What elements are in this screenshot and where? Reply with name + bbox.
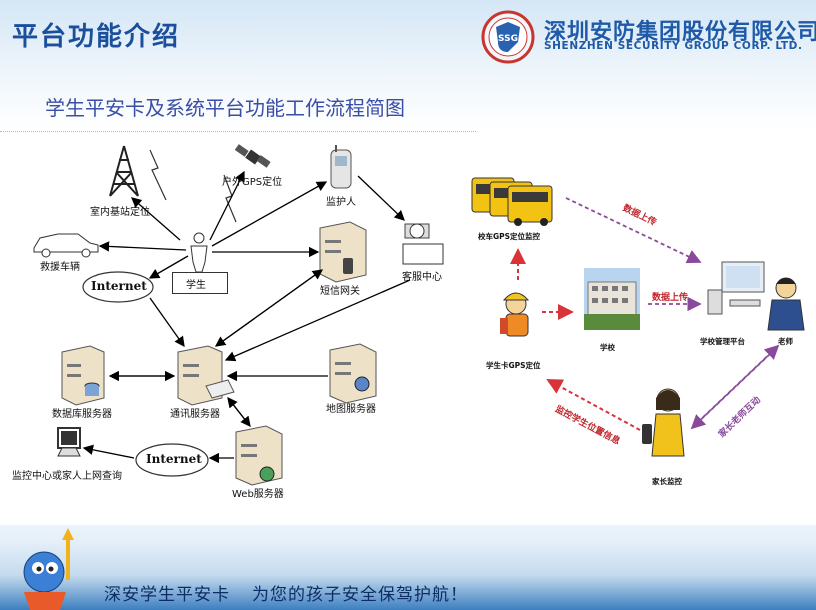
monitor-center-label: 监控中心或家人上网查询 (12, 471, 122, 482)
lightning-icon (149, 149, 167, 201)
connector-arrow (149, 297, 185, 348)
connector-arrow (209, 170, 245, 241)
car-icon (33, 233, 99, 258)
tower-icon (109, 145, 139, 197)
internet-cloud-shape (82, 271, 154, 303)
comm-server-label: 通讯服务器 (170, 409, 220, 420)
comm-server-icon (177, 345, 235, 406)
company-name-en: SHENZHEN SECURITY GROUP CORP. LTD. (544, 40, 803, 52)
monitor-icon (57, 427, 81, 457)
sms-server-icon (319, 221, 367, 283)
slogan-tagline: 为您的孩子安全保驾护航！ (252, 585, 468, 605)
indoor-station-label: 室内基站定位 (90, 207, 150, 218)
internet-cloud-shape (135, 443, 209, 477)
student-card-label: 学生卡GPS定位 (486, 361, 541, 370)
mascot-icon (23, 528, 74, 610)
map-server-icon (329, 343, 377, 404)
teacher-label: 老师 (778, 337, 793, 346)
company-name-cn: 深圳安防集团股份有限公司 (544, 20, 816, 45)
platform-label: 学校管理平台 (700, 337, 745, 346)
school-bus-icon (471, 177, 553, 226)
school-label: 学校 (600, 343, 615, 352)
bus-gps-label: 校车GPS定位监控 (478, 232, 541, 241)
teacher-icon (767, 277, 805, 331)
page-title: 平台功能介绍 (12, 22, 181, 52)
student-box (172, 272, 228, 294)
guardian-label: 监护人 (326, 197, 356, 208)
header: 平台功能介绍 SSG 深圳安防集团股份有限公司 SHENZHEN SECURIT… (0, 0, 816, 72)
flow-arrow (565, 197, 702, 264)
flow-arrow (690, 353, 771, 430)
connector-arrow (148, 255, 189, 279)
phone-icon (330, 145, 352, 189)
internet-label: Internet (91, 279, 147, 293)
web-server-icon (235, 425, 283, 486)
web-server-label: Web服务器 (232, 489, 284, 500)
map-server-label: 地图服务器 (326, 404, 376, 415)
title-divider (0, 131, 476, 132)
student-person-icon (190, 232, 208, 273)
slogan-product: 深安学生平安卡 (104, 585, 230, 605)
db-server-icon (61, 345, 105, 406)
internet-label: Internet (146, 452, 202, 466)
management-computer-icon (707, 261, 765, 315)
lightning-icon (223, 174, 237, 223)
customer-service-label: 客服中心 (402, 272, 442, 283)
diagram-title: 学生平安卡及系统平台功能工作流程简图 (45, 96, 405, 120)
connector-arrow (131, 197, 181, 241)
connector-arrow (214, 269, 323, 347)
outdoor-gps-label: 户外GPS定位 (222, 177, 283, 188)
parent-icon (642, 388, 685, 457)
satellite-icon (234, 144, 271, 168)
connector-arrow (82, 444, 135, 459)
flow-arrow (546, 379, 641, 431)
connector-arrow (227, 396, 251, 427)
connector-arrow (224, 279, 411, 362)
student-kid-icon (500, 292, 530, 337)
connector-arrow (211, 181, 328, 247)
company-logo: SSG (481, 10, 535, 64)
db-server-label: 数据库服务器 (52, 409, 112, 420)
rescue-vehicle-label: 救援车辆 (40, 262, 80, 273)
school-building-icon (584, 268, 640, 330)
connector-arrow (357, 175, 405, 221)
student-label: 学生 (186, 280, 206, 291)
data-upload-label: 数据上传 (652, 293, 689, 303)
footer-slogan: 深安学生平安卡 为您的孩子安全保驾护航！ (104, 580, 490, 605)
connector-arrow (98, 241, 187, 252)
logo-text: SSG (498, 34, 518, 44)
sms-gateway-label: 短信网关 (320, 286, 360, 297)
customer-service-icon (402, 223, 444, 265)
parent-monitor-label: 家长监控 (652, 477, 682, 486)
